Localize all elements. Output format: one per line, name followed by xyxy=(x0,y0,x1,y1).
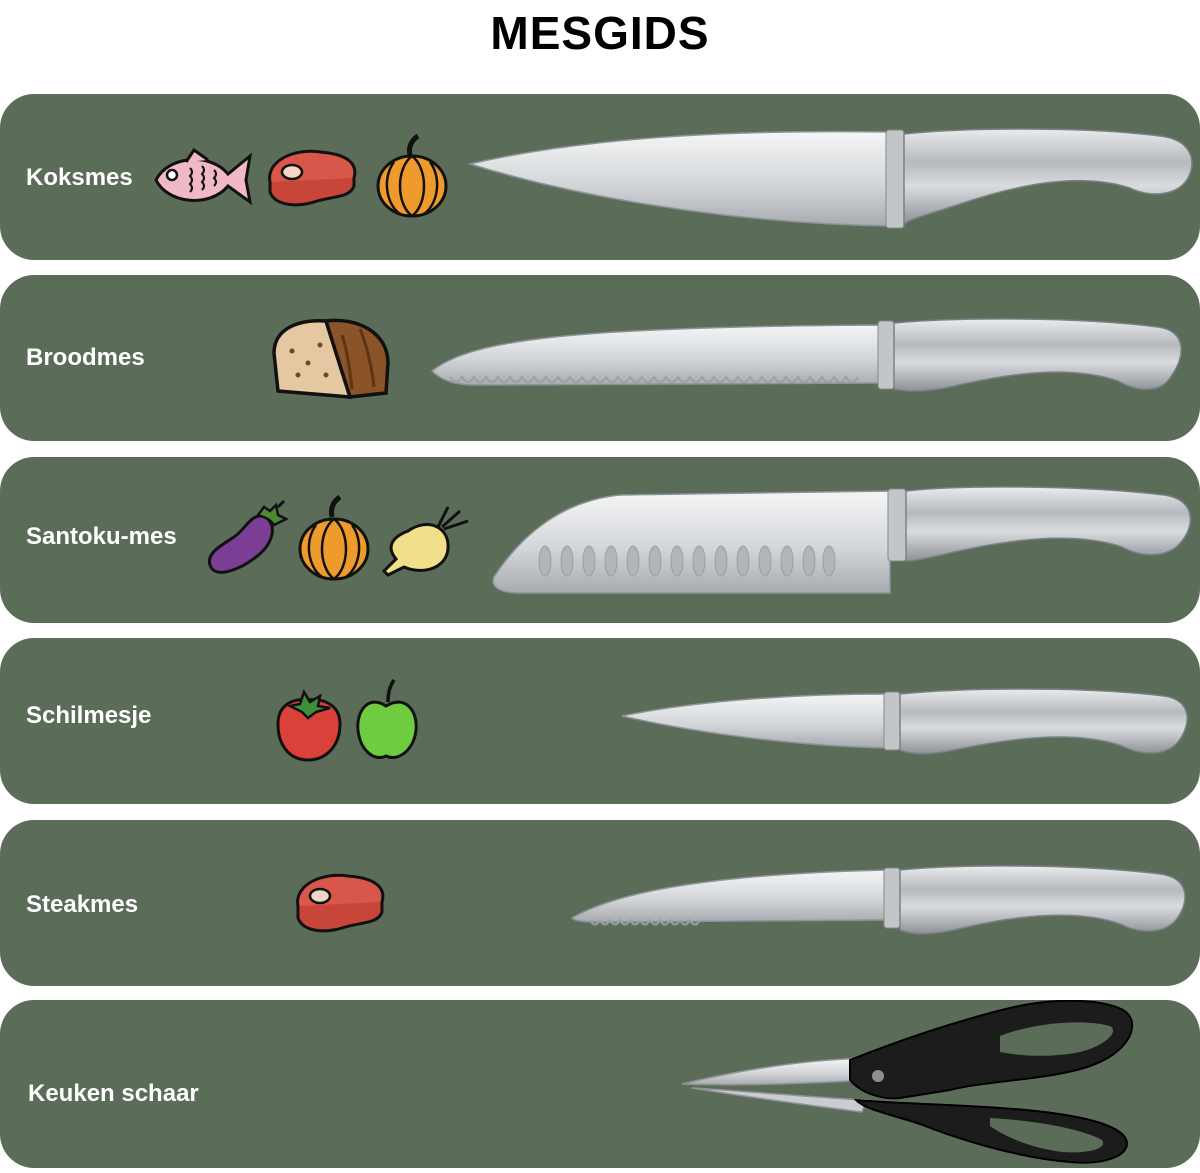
turnip-icon xyxy=(381,506,469,577)
pumpkin-icon xyxy=(376,134,448,218)
steak-knife-image xyxy=(570,865,1186,935)
knife-row-koksmes: Koksmes xyxy=(0,94,1200,260)
knife-row-schilmesje: Schilmesje xyxy=(0,638,1200,804)
knife-label: Koksmes xyxy=(26,164,133,191)
knife-label: Steakmes xyxy=(26,891,139,918)
knife-label: Keuken schaar xyxy=(28,1080,199,1107)
pumpkin-icon xyxy=(298,494,370,581)
knife-label: Santoku-mes xyxy=(26,523,177,550)
knife-label: Schilmesje xyxy=(26,702,152,729)
paring-knife-image xyxy=(621,688,1188,755)
knife-row-keuken-schaar: Keuken schaar xyxy=(0,1000,1200,1168)
scissors-icon xyxy=(681,1000,1134,1164)
chef-knife-image xyxy=(467,128,1193,229)
bread-knife-image xyxy=(430,318,1182,392)
steak-icon xyxy=(296,873,385,933)
knife-row-broodmes: Broodmes xyxy=(0,275,1200,441)
knife-row-santoku-mes: Santoku-mes xyxy=(0,457,1200,623)
knife-row-steakmes: Steakmes xyxy=(0,820,1200,986)
santoku-knife-image xyxy=(492,486,1191,594)
bread-icon xyxy=(272,318,390,399)
steak-icon xyxy=(268,149,357,207)
eggplant-icon xyxy=(207,499,289,574)
knife-label: Broodmes xyxy=(26,344,145,371)
fish-icon xyxy=(154,147,253,206)
apple-icon xyxy=(356,679,418,759)
tomato-icon xyxy=(276,689,342,762)
page-title: MESGIDS xyxy=(490,7,710,59)
